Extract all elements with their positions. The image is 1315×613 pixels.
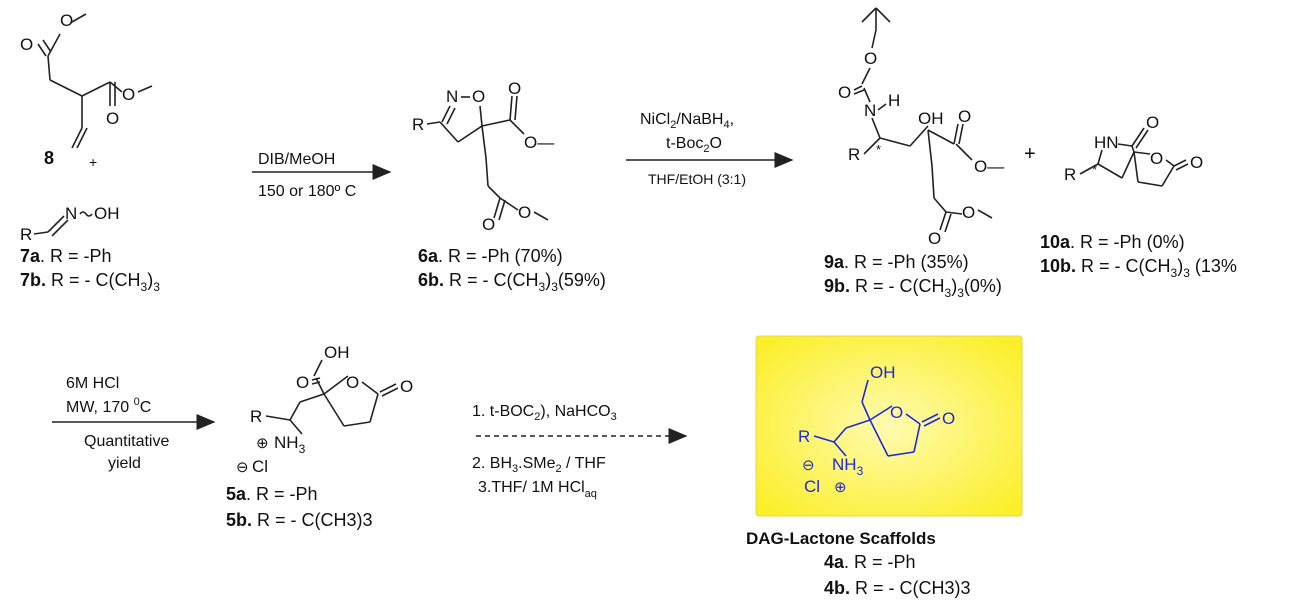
svg-text:N: N: [65, 204, 77, 223]
svg-text:⊖: ⊖: [236, 459, 249, 476]
svg-text:O: O: [518, 203, 531, 222]
svg-text:O: O: [60, 11, 73, 30]
svg-text:R: R: [20, 225, 32, 244]
compound-9a-label: 9a. R = -Ph (35%): [824, 252, 969, 272]
compound-9b-label: 9b. R = - C(CH3)3(0%): [824, 276, 1002, 300]
compound-5a-label: 5a. R = -Ph: [226, 484, 318, 504]
compound-5-structure: OH O O O R ⊕ NH3 ⊖ Cl: [236, 343, 413, 476]
product-structure: OH O O R NH3 ⊖ Cl ⊕: [798, 363, 955, 496]
svg-text:Cl: Cl: [252, 457, 268, 476]
compound-10-structure: HN O R * O O: [1064, 113, 1203, 187]
compound-6b-label: 6b. R = - C(CH3)3(59%): [418, 270, 606, 294]
svg-text:O: O: [1190, 153, 1203, 172]
compound-6-structure: R N O O O— O O: [412, 79, 554, 234]
svg-text:O: O: [838, 83, 851, 102]
svg-text:O: O: [400, 377, 413, 396]
step2-reagent-line1: NiCl2/NaBH4,: [640, 111, 734, 131]
svg-text:O: O: [958, 107, 971, 126]
compound-7a-label: 7a. R = -Ph: [20, 246, 112, 266]
step3-yield-line2: yield: [108, 455, 141, 472]
svg-text:O: O: [1150, 149, 1163, 168]
svg-text:⊖: ⊖: [802, 457, 815, 474]
svg-text:O—: O—: [974, 157, 1004, 176]
svg-text:HN: HN: [1094, 133, 1119, 152]
compound-9-structure: O O N H R * OH O O— O O: [838, 7, 1004, 248]
oxime-structure: N OH R: [20, 204, 120, 244]
svg-text:O: O: [482, 215, 495, 234]
step3-reagent: 6M HCl: [66, 375, 119, 392]
svg-text:NH3: NH3: [274, 433, 306, 456]
svg-text:O: O: [472, 87, 485, 106]
step3-yield-line1: Quantitative: [84, 433, 169, 450]
compound-10a-label: 10a. R = -Ph (0%): [1040, 232, 1185, 252]
svg-text:O—: O—: [524, 133, 554, 152]
svg-text:O: O: [864, 49, 877, 68]
svg-text:N: N: [864, 101, 876, 120]
compound-8-number: 8: [44, 148, 54, 168]
svg-text:OH: OH: [870, 363, 896, 382]
svg-text:*: *: [876, 142, 881, 157]
svg-text:NH3: NH3: [832, 455, 864, 478]
svg-text:⊕: ⊕: [834, 479, 847, 496]
plus-sign: +: [1024, 143, 1036, 165]
svg-text:O: O: [890, 403, 903, 422]
svg-text:O: O: [20, 35, 33, 54]
svg-text:R: R: [250, 407, 262, 426]
step4-line2: 2. BH3.SMe2 / THF: [472, 455, 606, 475]
svg-text:O: O: [928, 229, 941, 248]
step4-line3: 3.THF/ 1M HClaq: [478, 479, 597, 500]
svg-text:N: N: [446, 87, 458, 106]
svg-text:O: O: [962, 203, 975, 222]
compound-4a-label: 4a. R = -Ph: [824, 552, 916, 572]
svg-text:O: O: [1146, 113, 1159, 132]
svg-text:⊕: ⊕: [256, 435, 269, 452]
svg-text:O: O: [942, 409, 955, 428]
svg-text:R: R: [798, 427, 810, 446]
step2-solvent: THF/EtOH (3:1): [648, 171, 746, 187]
svg-text:O: O: [508, 79, 521, 98]
svg-text:Cl: Cl: [804, 477, 820, 496]
svg-text:O: O: [296, 373, 309, 392]
svg-text:OH: OH: [324, 343, 350, 362]
step1-condition: 150 or 180º C: [258, 183, 356, 200]
compound-6a-label: 6a. R = -Ph (70%): [418, 246, 563, 266]
svg-text:H: H: [888, 91, 900, 110]
svg-text:R: R: [1064, 165, 1076, 184]
compound-8-structure: O O O O: [20, 11, 153, 149]
step4-line1: 1. t-BOC2), NaHCO3: [472, 403, 617, 423]
svg-text:OH: OH: [918, 109, 944, 128]
compound-4b-label: 4b. R = - C(CH3)3: [824, 578, 971, 598]
compound-10b-label: 10b. R = - C(CH3)3 (13%: [1040, 256, 1237, 280]
step1-reagent: DIB/MeOH: [258, 151, 335, 168]
compound-5b-label: 5b. R = - C(CH3)3: [226, 510, 373, 530]
svg-text:R: R: [412, 115, 424, 134]
plus-sign-small: +: [89, 154, 97, 170]
step2-reagent-line2: t-Boc2O: [666, 135, 722, 155]
svg-text:O: O: [106, 109, 119, 128]
compound-7b-label: 7b. R = - C(CH3)3: [20, 270, 160, 294]
product-title: DAG-Lactone Scaffolds: [746, 529, 936, 548]
step3-condition: MW, 170 0C: [66, 396, 151, 416]
svg-text:O: O: [122, 85, 135, 104]
product-highlight-panel: [755, 335, 1023, 517]
svg-text:OH: OH: [94, 204, 120, 223]
svg-text:R: R: [848, 145, 860, 164]
svg-text:O: O: [346, 373, 359, 392]
svg-text:*: *: [1092, 162, 1097, 177]
